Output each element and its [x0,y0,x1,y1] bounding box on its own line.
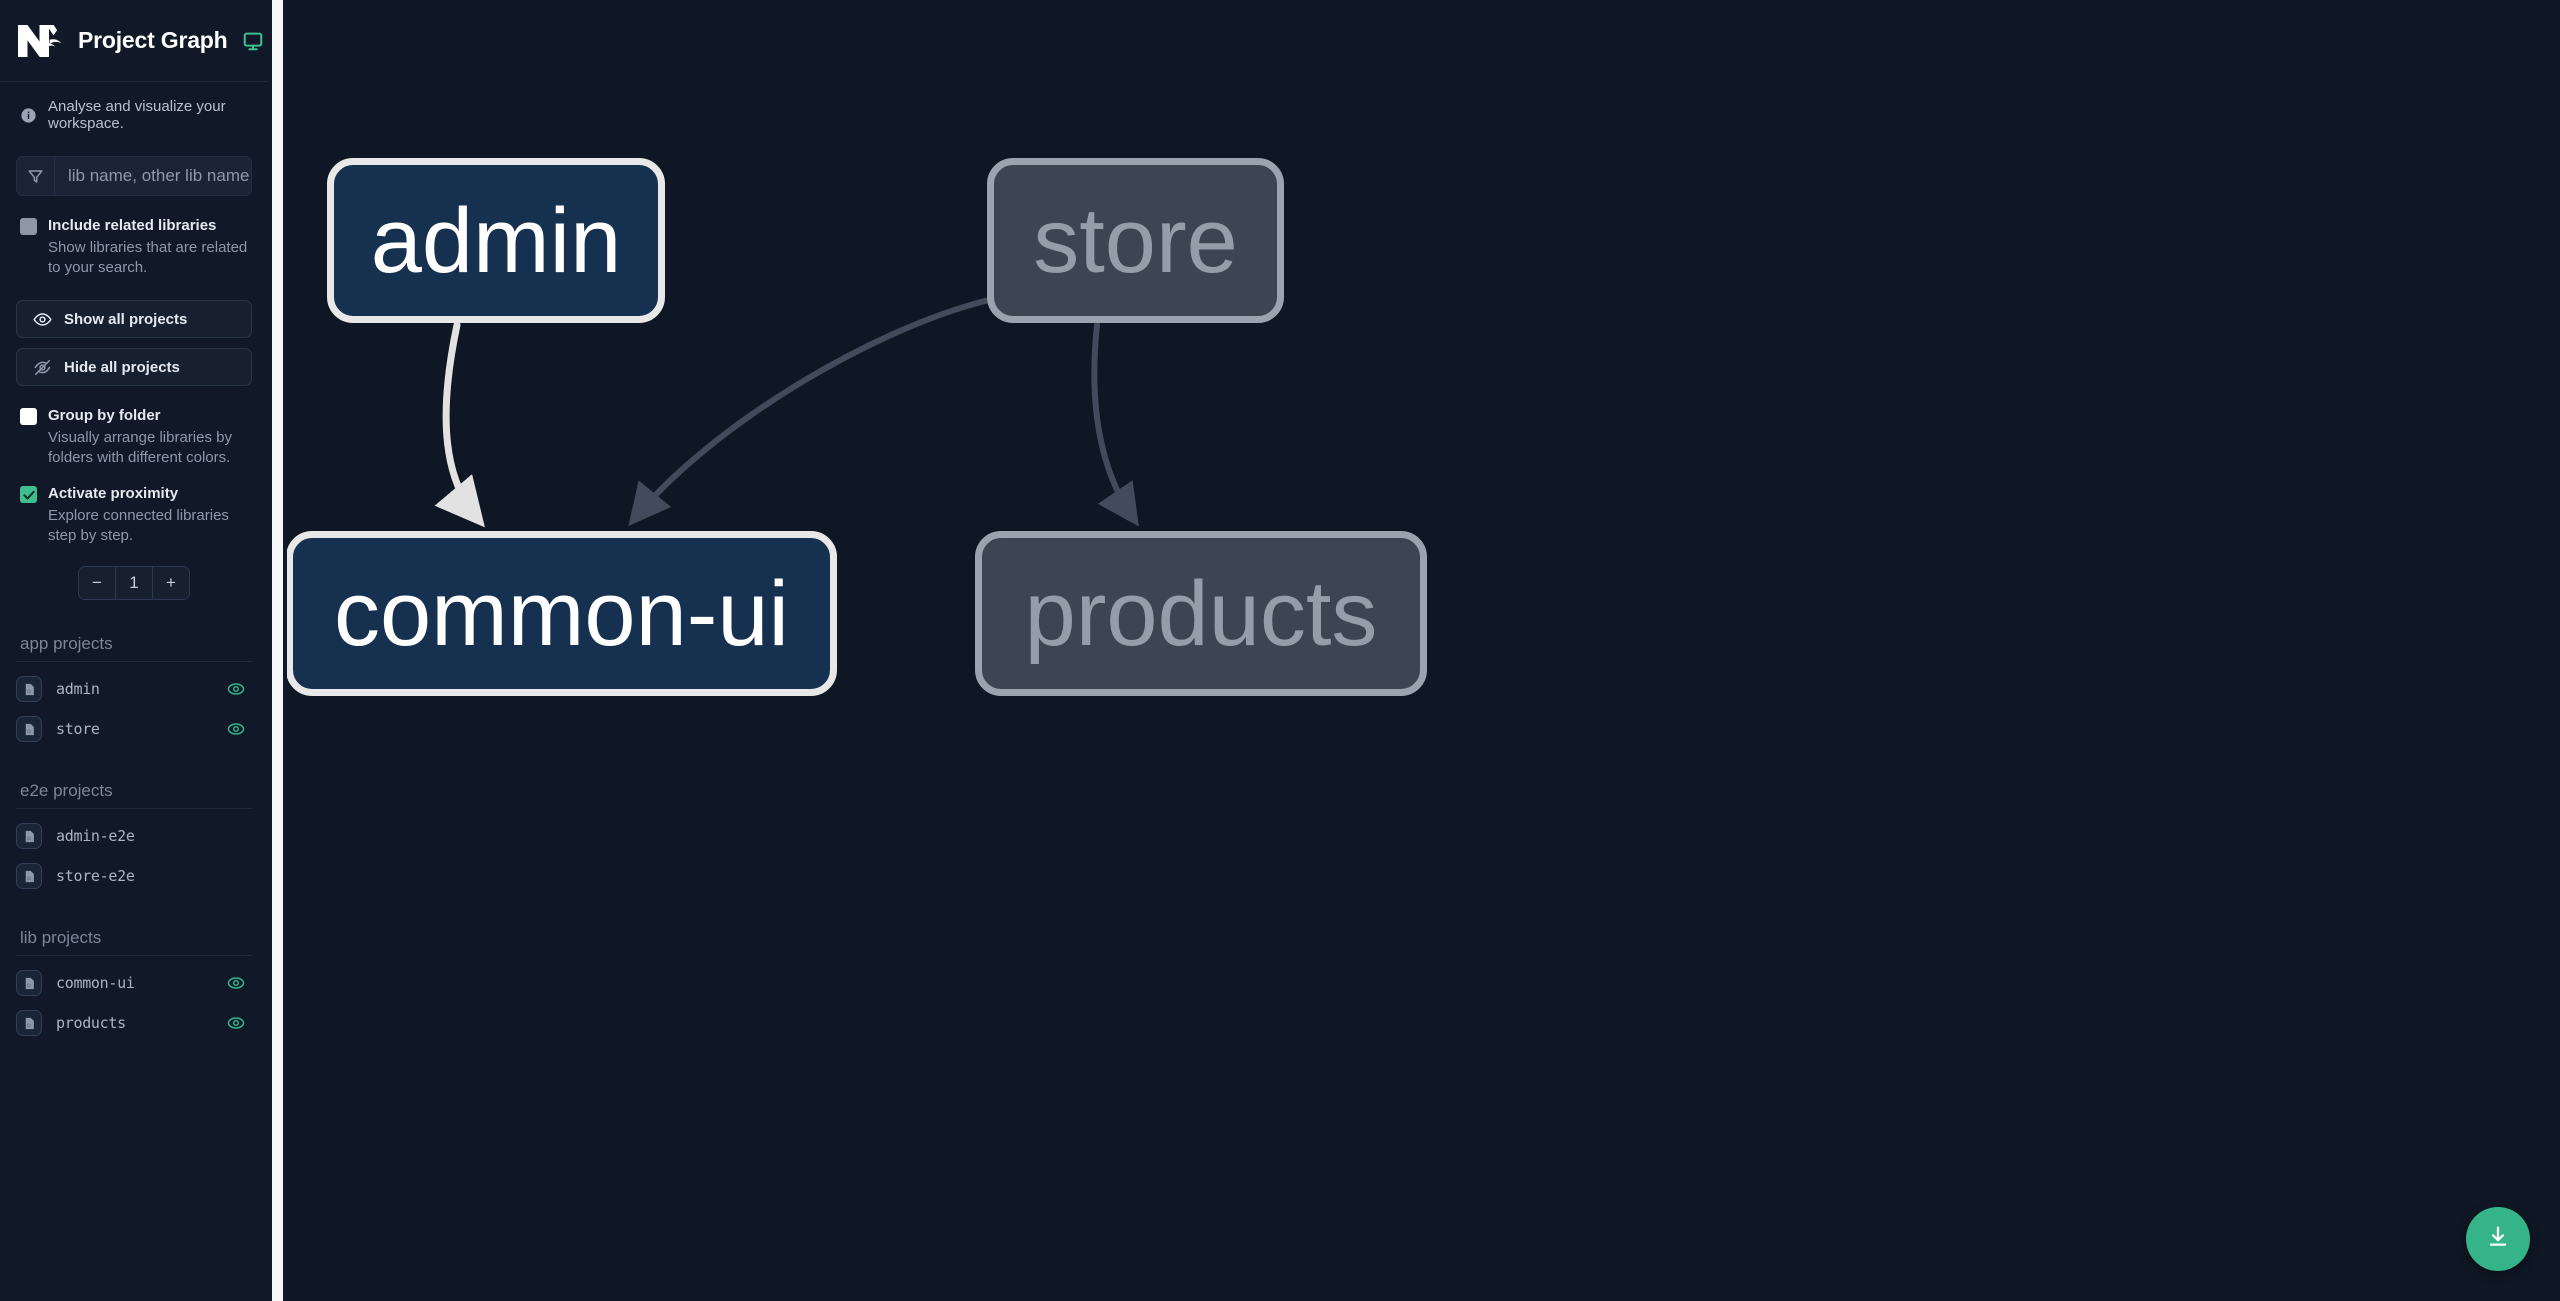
project-list-item-admin[interactable]: admin [16,669,252,709]
option-activate-proximity[interactable]: Activate proximity Explore connected lib… [0,468,268,546]
show-all-projects-button[interactable]: Show all projects [16,300,252,338]
monitor-icon[interactable] [242,30,264,52]
project-list-item-store[interactable]: store [16,709,252,749]
eye-off-icon [33,358,52,377]
project-group-app-projects: app projects admin store [0,634,268,749]
graph-node-store[interactable]: store [987,158,1284,323]
graph-node-products[interactable]: products [975,531,1427,696]
eye-icon [33,310,52,329]
project-group-e2e-projects: e2e projects admin-e2e store-e2e [0,781,268,896]
project-list-item-label: store-e2e [56,867,135,885]
eye-visible-icon[interactable] [226,679,246,699]
edge-admin-to-common-ui [434,321,485,528]
proximity-decrement-button[interactable]: − [79,567,115,599]
group-by-folder-checkbox[interactable] [20,408,37,425]
eye-placeholder [226,866,246,886]
edge-store-to-products [1091,322,1139,527]
project-group-lib-projects: lib projects common-ui products [0,928,268,1043]
group-by-folder-label: Group by folder [48,407,161,424]
project-group-title: lib projects [16,928,252,956]
search-input[interactable]: lib name, other lib name [68,166,250,185]
project-file-icon [16,970,42,996]
proximity-stepper[interactable]: − 1 + [78,566,190,600]
proximity-increment-button[interactable]: + [152,567,189,599]
project-group-title: app projects [16,634,252,662]
project-groups: app projects admin store e2e projects ad… [0,634,268,1043]
activate-proximity-description: Explore connected libraries step by step… [48,506,229,544]
hide-all-projects-button[interactable]: Hide all projects [16,348,252,386]
project-file-icon [16,716,42,742]
project-file-icon [16,1010,42,1036]
eye-placeholder [226,826,246,846]
edge-store-to-common-ui [628,297,992,527]
project-list-item-store-e2e[interactable]: store-e2e [16,856,252,896]
project-list-item-label: store [56,720,100,738]
activate-proximity-checkbox[interactable] [20,486,37,503]
project-list-item-admin-e2e[interactable]: admin-e2e [16,816,252,856]
graph-node-label: common-ui [333,562,789,665]
funnel-icon [17,157,55,195]
project-list-item-common-ui[interactable]: common-ui [16,963,252,1003]
include-related-label: Include related libraries [48,217,217,234]
group-by-folder-description: Visually arrange libraries by folders wi… [48,428,232,466]
info-icon [20,107,37,124]
tagline: Analyse and visualize your workspace. [0,82,268,132]
hide-all-projects-label: Hide all projects [64,358,180,376]
graph-node-admin[interactable]: admin [327,158,665,323]
project-list-item-products[interactable]: products [16,1003,252,1043]
eye-visible-icon[interactable] [226,1013,246,1033]
tagline-text: Analyse and visualize your workspace. [48,98,226,132]
project-list-item-label: admin-e2e [56,827,135,845]
include-related-description: Show libraries that are related to your … [48,238,248,276]
show-all-projects-label: Show all projects [64,310,188,328]
sidebar-scrollbar[interactable] [268,0,287,1301]
eye-visible-icon[interactable] [226,719,246,739]
page-title: Project Graph [78,27,228,53]
sidebar-header: Project Graph [0,0,268,82]
graph-node-common-ui[interactable]: common-ui [287,531,837,696]
graph-node-label: products [1024,562,1378,665]
graph-edges [434,297,1139,528]
visibility-buttons: Show all projects Hide all projects [0,278,268,386]
project-list-item-label: common-ui [56,974,135,992]
search-input-wrapper[interactable]: lib name, other lib name [16,156,252,196]
eye-visible-icon[interactable] [226,973,246,993]
graph-canvas[interactable]: admin store common-ui products [287,0,2560,1301]
project-list-item-label: admin [56,680,100,698]
activate-proximity-label: Activate proximity [48,485,179,502]
sidebar-scrollbar-thumb[interactable] [272,0,283,1301]
graph-node-label: admin [370,189,622,292]
nx-logo-icon [16,19,64,63]
graph-node-label: store [1033,189,1238,292]
download-graph-button[interactable] [2466,1207,2530,1271]
project-file-icon [16,676,42,702]
sidebar: Project Graph Analyse and visualize your… [0,0,268,1301]
download-icon [2485,1224,2511,1255]
project-file-icon [16,823,42,849]
project-file-icon [16,863,42,889]
project-group-title: e2e projects [16,781,252,809]
option-include-related-libraries[interactable]: Include related libraries Show libraries… [0,196,268,278]
project-list-item-label: products [56,1014,126,1032]
include-related-checkbox[interactable] [20,218,37,235]
option-group-by-folder[interactable]: Group by folder Visually arrange librari… [0,386,268,468]
proximity-value: 1 [115,567,152,599]
